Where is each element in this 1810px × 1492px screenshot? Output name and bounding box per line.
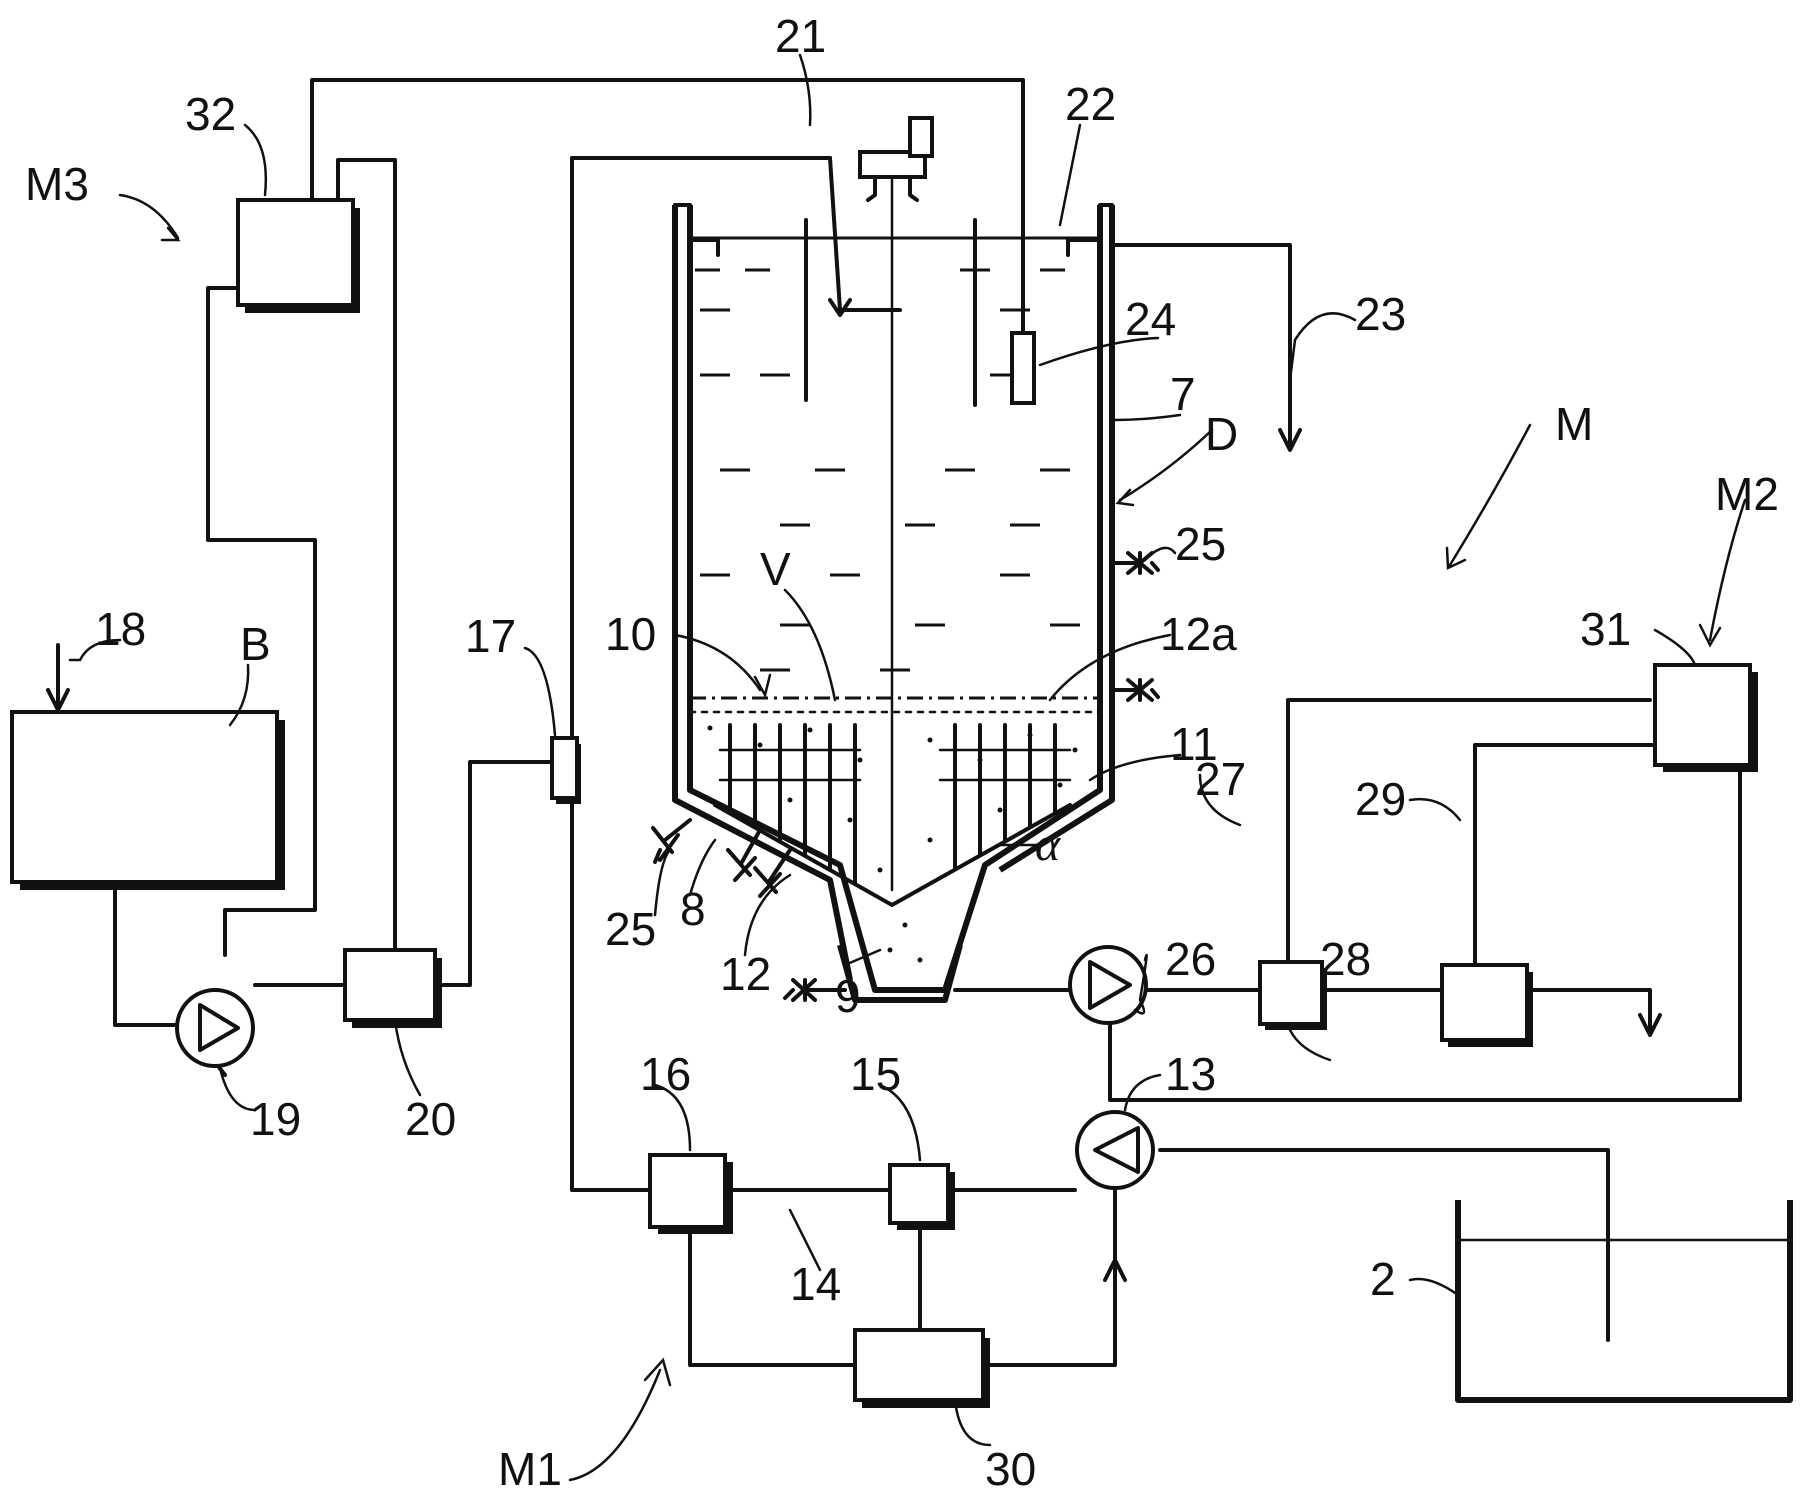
label-25-lower: 25 bbox=[605, 903, 656, 955]
label-2: 2 bbox=[1370, 1253, 1396, 1305]
label-18: 18 bbox=[95, 603, 146, 655]
tank-B bbox=[10, 710, 285, 890]
unit-15 bbox=[888, 1163, 955, 1230]
label-alpha: α bbox=[1035, 818, 1061, 871]
label-11: 11 bbox=[1170, 718, 1218, 770]
label-B: B bbox=[240, 618, 271, 670]
label-V: V bbox=[760, 543, 791, 595]
label-20: 20 bbox=[405, 1093, 456, 1145]
unit-16 bbox=[648, 1153, 733, 1234]
overflow-gutter bbox=[688, 238, 1102, 257]
label-8: 8 bbox=[680, 883, 706, 935]
label-24: 24 bbox=[1125, 293, 1176, 345]
label-10: 10 bbox=[605, 608, 656, 660]
unit-20 bbox=[343, 948, 442, 1028]
label-M: M bbox=[1555, 398, 1593, 450]
control-line-32-24 bbox=[310, 78, 1025, 335]
label-9: 9 bbox=[835, 970, 861, 1022]
label-15: 15 bbox=[850, 1048, 901, 1100]
label-M2: M2 bbox=[1715, 468, 1779, 520]
scraper-rake bbox=[713, 723, 1072, 907]
pump-19 bbox=[175, 988, 255, 1077]
sludge-hopper bbox=[837, 944, 963, 1003]
overflow-line-23 bbox=[1110, 243, 1292, 447]
label-16: 16 bbox=[640, 1048, 691, 1100]
controller-31 bbox=[1653, 663, 1758, 772]
dosing-line bbox=[433, 760, 554, 987]
label-27: 27 bbox=[1195, 753, 1246, 805]
agitator-motor bbox=[858, 116, 934, 202]
label-13: 13 bbox=[1165, 1048, 1216, 1100]
label-12a: 12a bbox=[1160, 608, 1237, 660]
label-D: D bbox=[1205, 408, 1238, 460]
label-19: 19 bbox=[250, 1093, 301, 1145]
label-17: 17 bbox=[465, 610, 516, 662]
leader-lines bbox=[68, 53, 1747, 1482]
label-29: 29 bbox=[1355, 773, 1406, 825]
label-30: 30 bbox=[985, 1443, 1036, 1492]
label-M1: M1 bbox=[498, 1443, 562, 1492]
label-31: 31 bbox=[1580, 603, 1631, 655]
label-7: 7 bbox=[1170, 368, 1196, 420]
label-23: 23 bbox=[1355, 288, 1406, 340]
injector-17 bbox=[550, 736, 581, 804]
label-21: 21 bbox=[775, 10, 826, 62]
label-22: 22 bbox=[1065, 78, 1116, 130]
unit-29 bbox=[1440, 963, 1533, 1047]
level-probe bbox=[1010, 331, 1036, 405]
basin-2 bbox=[1455, 1200, 1793, 1403]
feed-line-21 bbox=[570, 156, 832, 1192]
pump-13 bbox=[1075, 1110, 1155, 1190]
label-32: 32 bbox=[185, 88, 236, 140]
liquid-surface bbox=[690, 236, 1100, 672]
label-12: 12 bbox=[720, 948, 771, 1000]
sludge-blanket bbox=[688, 696, 1102, 963]
label-14: 14 bbox=[790, 1258, 841, 1310]
feed-inlet-21 bbox=[828, 156, 842, 312]
unit-28 bbox=[1258, 960, 1327, 1030]
label-25-upper: 25 bbox=[1175, 518, 1226, 570]
pump-26 bbox=[1068, 945, 1148, 1025]
controller-32 bbox=[236, 198, 360, 313]
sample-valves bbox=[651, 551, 1160, 1002]
label-26: 26 bbox=[1165, 933, 1216, 985]
unit-30 bbox=[853, 1328, 990, 1408]
label-28: 28 bbox=[1320, 933, 1371, 985]
label-M3: M3 bbox=[25, 158, 89, 210]
